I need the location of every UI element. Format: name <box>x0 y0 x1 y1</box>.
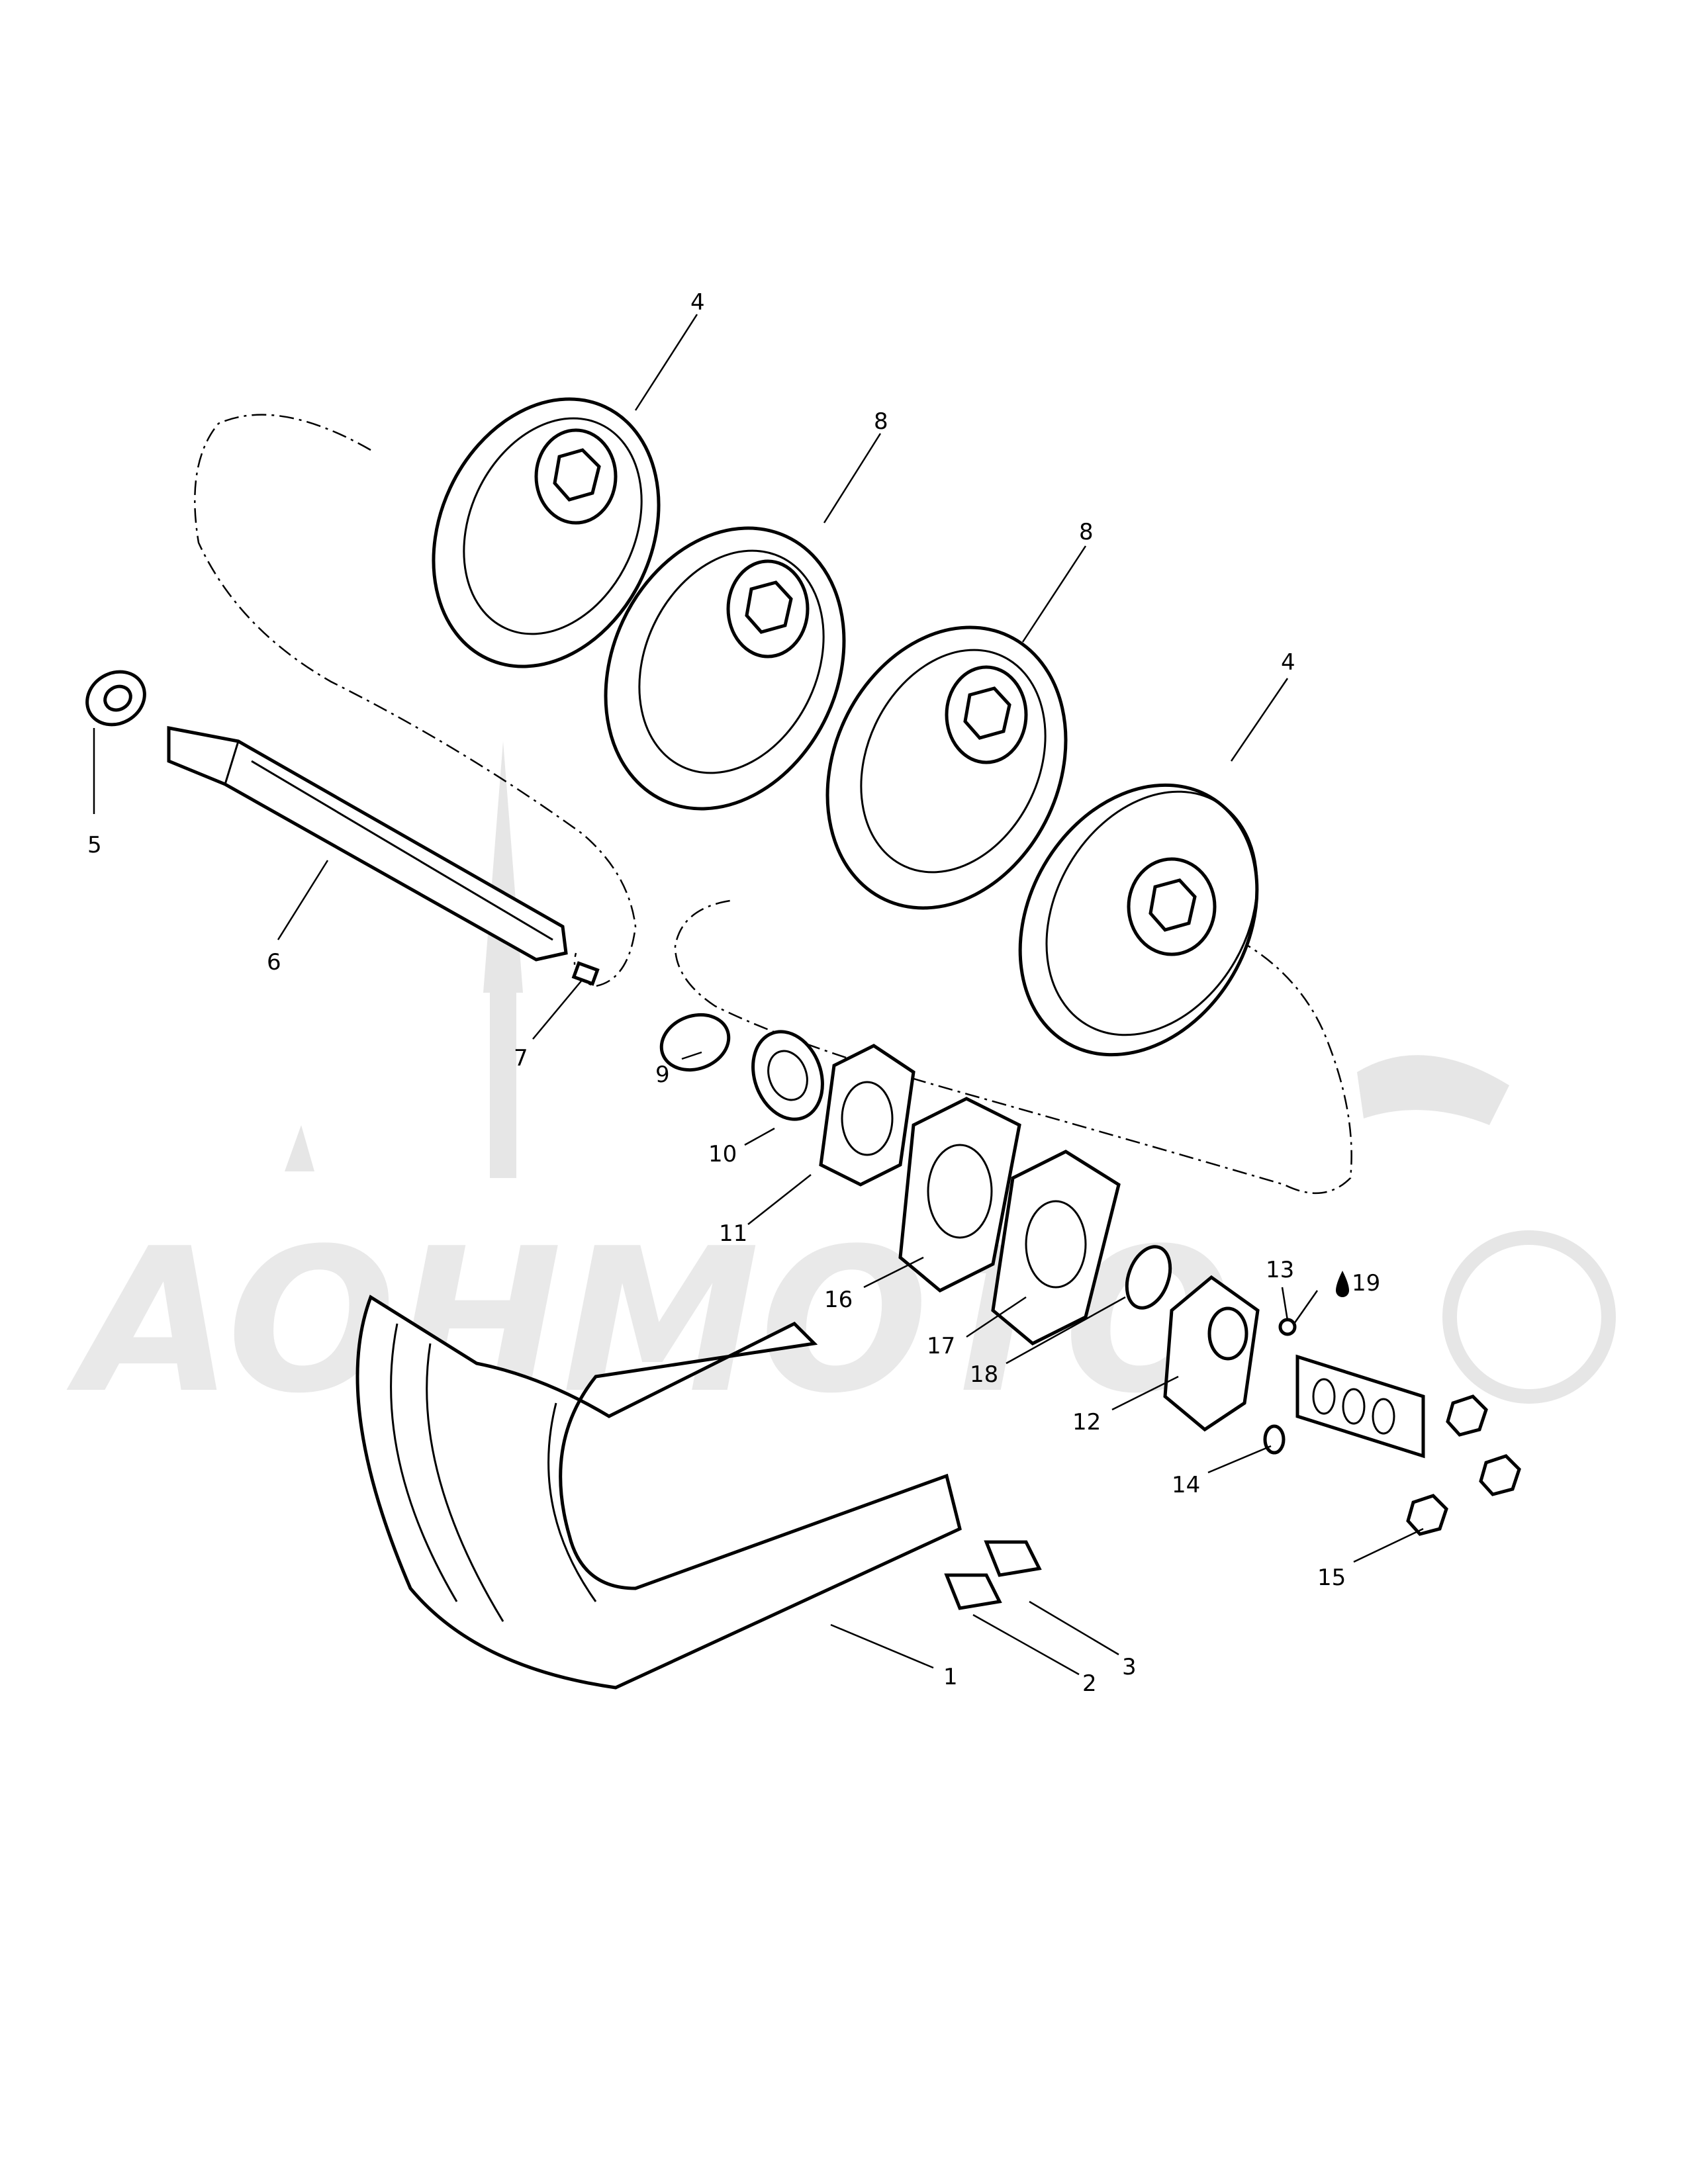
washer <box>85 670 146 727</box>
bearing <box>751 1030 824 1121</box>
spacer-plate <box>898 1097 1021 1293</box>
clip-2 <box>984 1540 1042 1577</box>
callout-15: 15 <box>1317 1565 1346 1591</box>
callout-13: 13 <box>1266 1257 1294 1283</box>
adjuster-bracket <box>1295 1354 1425 1459</box>
callout-18: 18 <box>970 1361 998 1388</box>
drive-shaft <box>167 725 568 962</box>
callout-14: 14 <box>1172 1472 1200 1498</box>
drive-sprocket-inner-2 <box>825 625 1068 910</box>
bearing-housing <box>1163 1275 1260 1432</box>
callout-10: 10 <box>708 1141 737 1167</box>
callout-7: 7 <box>514 1045 528 1071</box>
grease-fitting <box>1278 1318 1297 1336</box>
callout-2: 2 <box>1082 1670 1097 1697</box>
grease-icon <box>1336 1271 1349 1297</box>
drive-sprocket-inner-1 <box>604 526 846 811</box>
track-outline-lower <box>674 899 1352 1195</box>
bearing-flange <box>819 1044 915 1187</box>
callout-19: 19 <box>1352 1270 1380 1297</box>
callout-16: 16 <box>824 1287 853 1313</box>
callout-4-right: 4 <box>1281 649 1295 676</box>
callout-8-lower: 8 <box>1079 519 1094 545</box>
callout-12: 12 <box>1072 1409 1101 1435</box>
clip <box>944 1573 1002 1610</box>
callout-5: 5 <box>87 832 102 858</box>
retaining-ring <box>1125 1245 1172 1310</box>
callout-1: 1 <box>943 1664 958 1690</box>
callout-3: 3 <box>1122 1654 1137 1680</box>
callout-17: 17 <box>927 1333 955 1359</box>
washer-plate <box>1263 1424 1286 1455</box>
callout-6: 6 <box>267 949 281 976</box>
callout-9: 9 <box>655 1062 670 1088</box>
track <box>355 1295 962 1690</box>
callouts: 4 8 8 4 5 6 7 9 10 11 16 17 18 13 19 12 … <box>87 289 1380 1697</box>
idler-wheel <box>1018 783 1259 1057</box>
callout-11: 11 <box>719 1220 747 1247</box>
nuts <box>1406 1394 1521 1536</box>
leader-lines <box>93 314 1424 1676</box>
lock-collar <box>659 1013 731 1072</box>
callout-4-top: 4 <box>690 289 705 316</box>
gasket <box>991 1150 1121 1345</box>
callout-8-upper: 8 <box>874 408 888 435</box>
pin <box>571 961 600 986</box>
track-outline-upper <box>194 414 637 987</box>
drive-sprocket-outer <box>432 397 661 668</box>
